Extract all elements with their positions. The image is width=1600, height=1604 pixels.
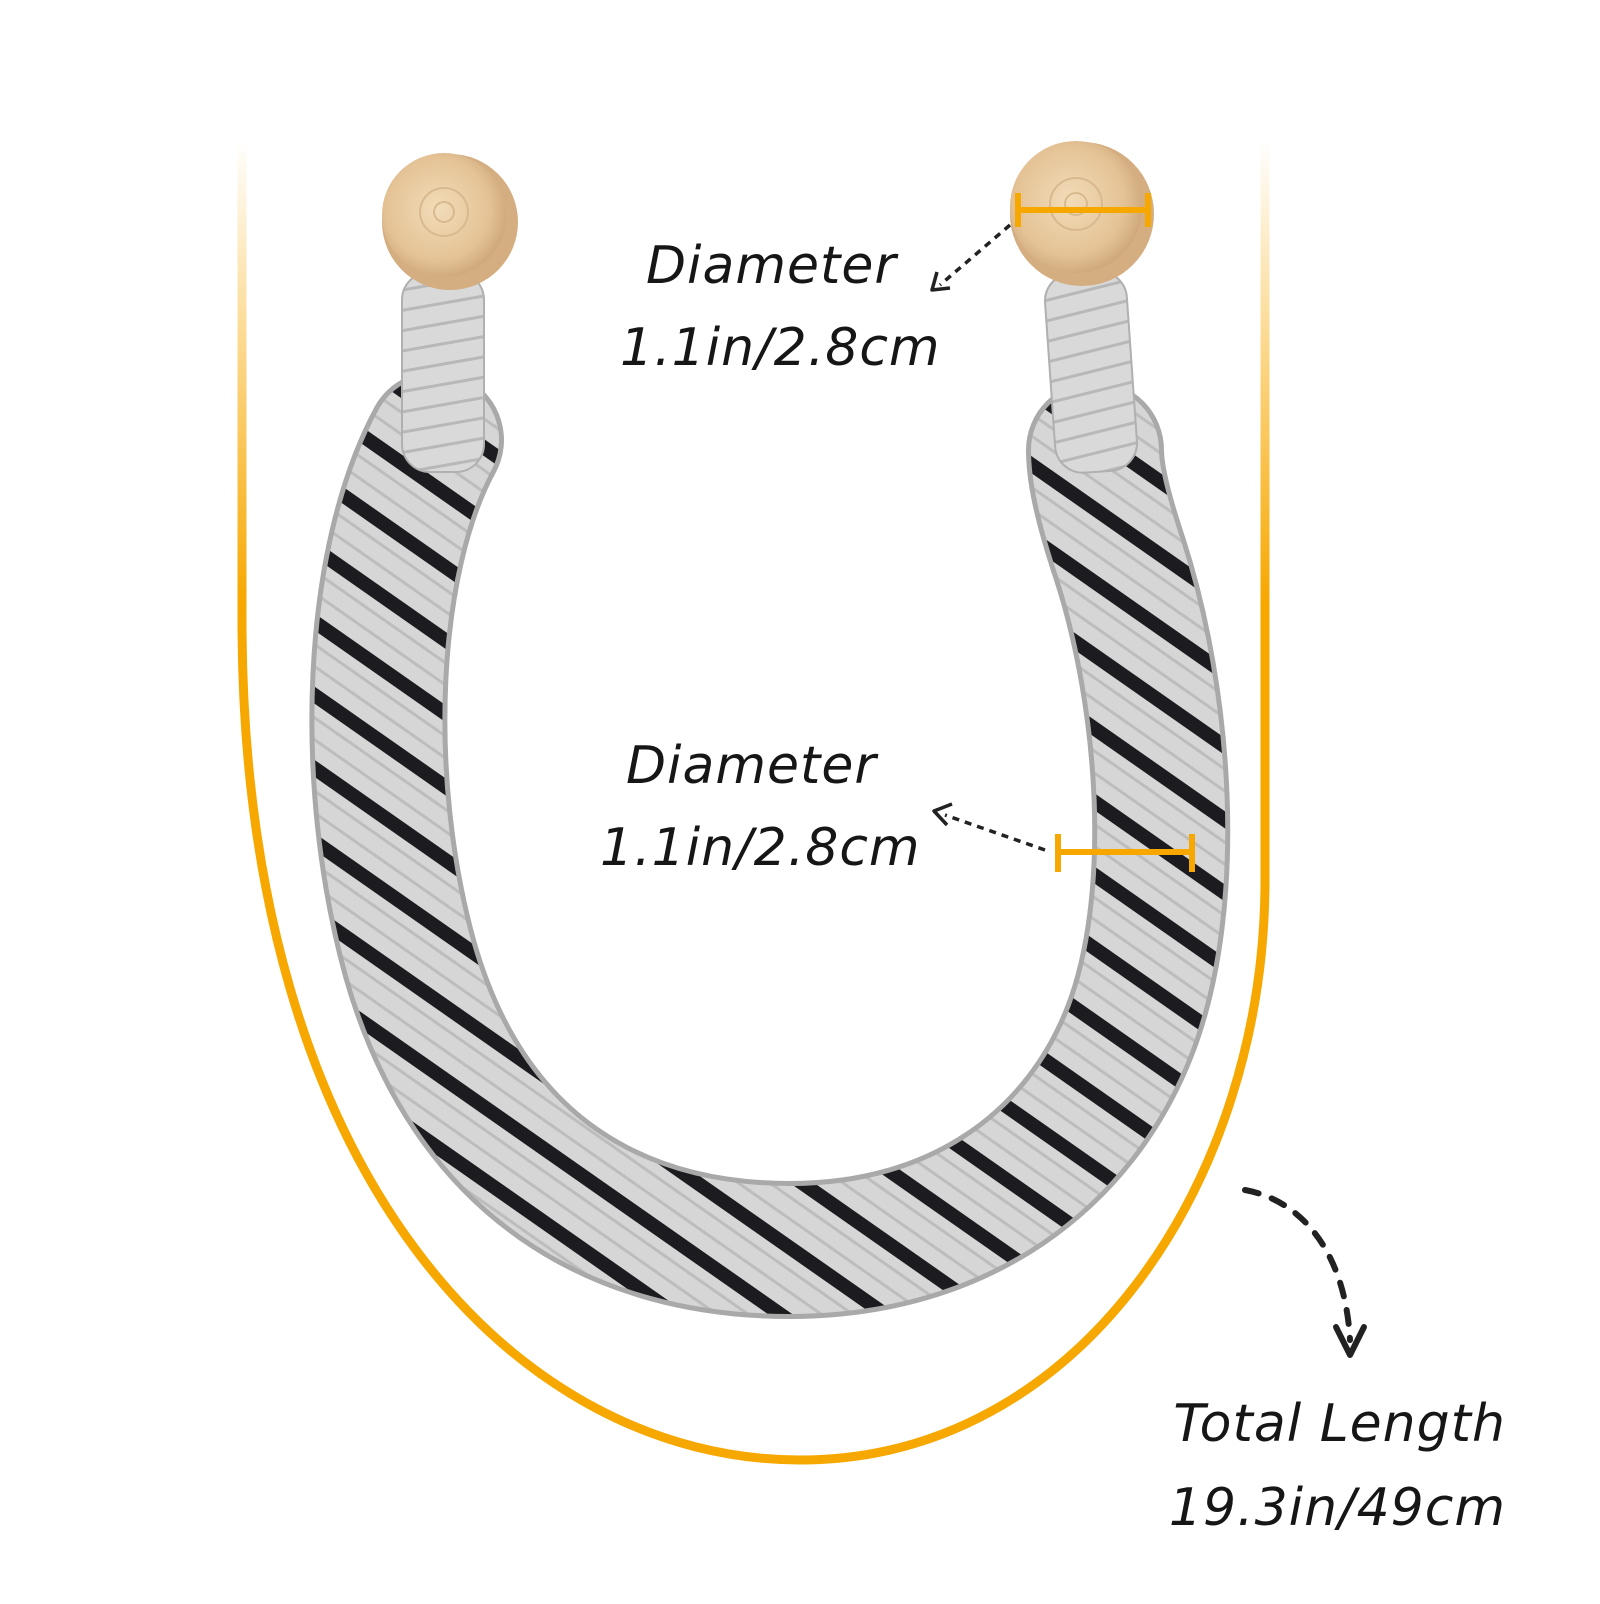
right-rope-wrap (1044, 270, 1138, 474)
rope-diameter-title: Diameter (626, 736, 877, 796)
rope-diameter-marker (1055, 834, 1195, 872)
braided-rope-weave (314, 376, 1226, 1315)
rope-diameter-value: 1.1in/2.8cm (600, 818, 921, 878)
total-length-arrow (1242, 1187, 1367, 1358)
total-length-measure-line (237, 135, 1270, 1465)
knob-diameter-title: Diameter (646, 236, 897, 296)
total-length-title: Total Length (1173, 1394, 1506, 1454)
left-wooden-knob (382, 153, 518, 290)
right-wooden-knob (1010, 141, 1154, 286)
rope-diameter-arrow (932, 802, 1046, 852)
knob-diameter-value: 1.1in/2.8cm (620, 318, 941, 378)
total-length-value: 19.3in/49cm (1168, 1478, 1506, 1538)
left-rope-wrap (401, 271, 485, 473)
knob-diameter-marker (1015, 193, 1151, 227)
knob-diameter-arrow (930, 223, 1012, 292)
